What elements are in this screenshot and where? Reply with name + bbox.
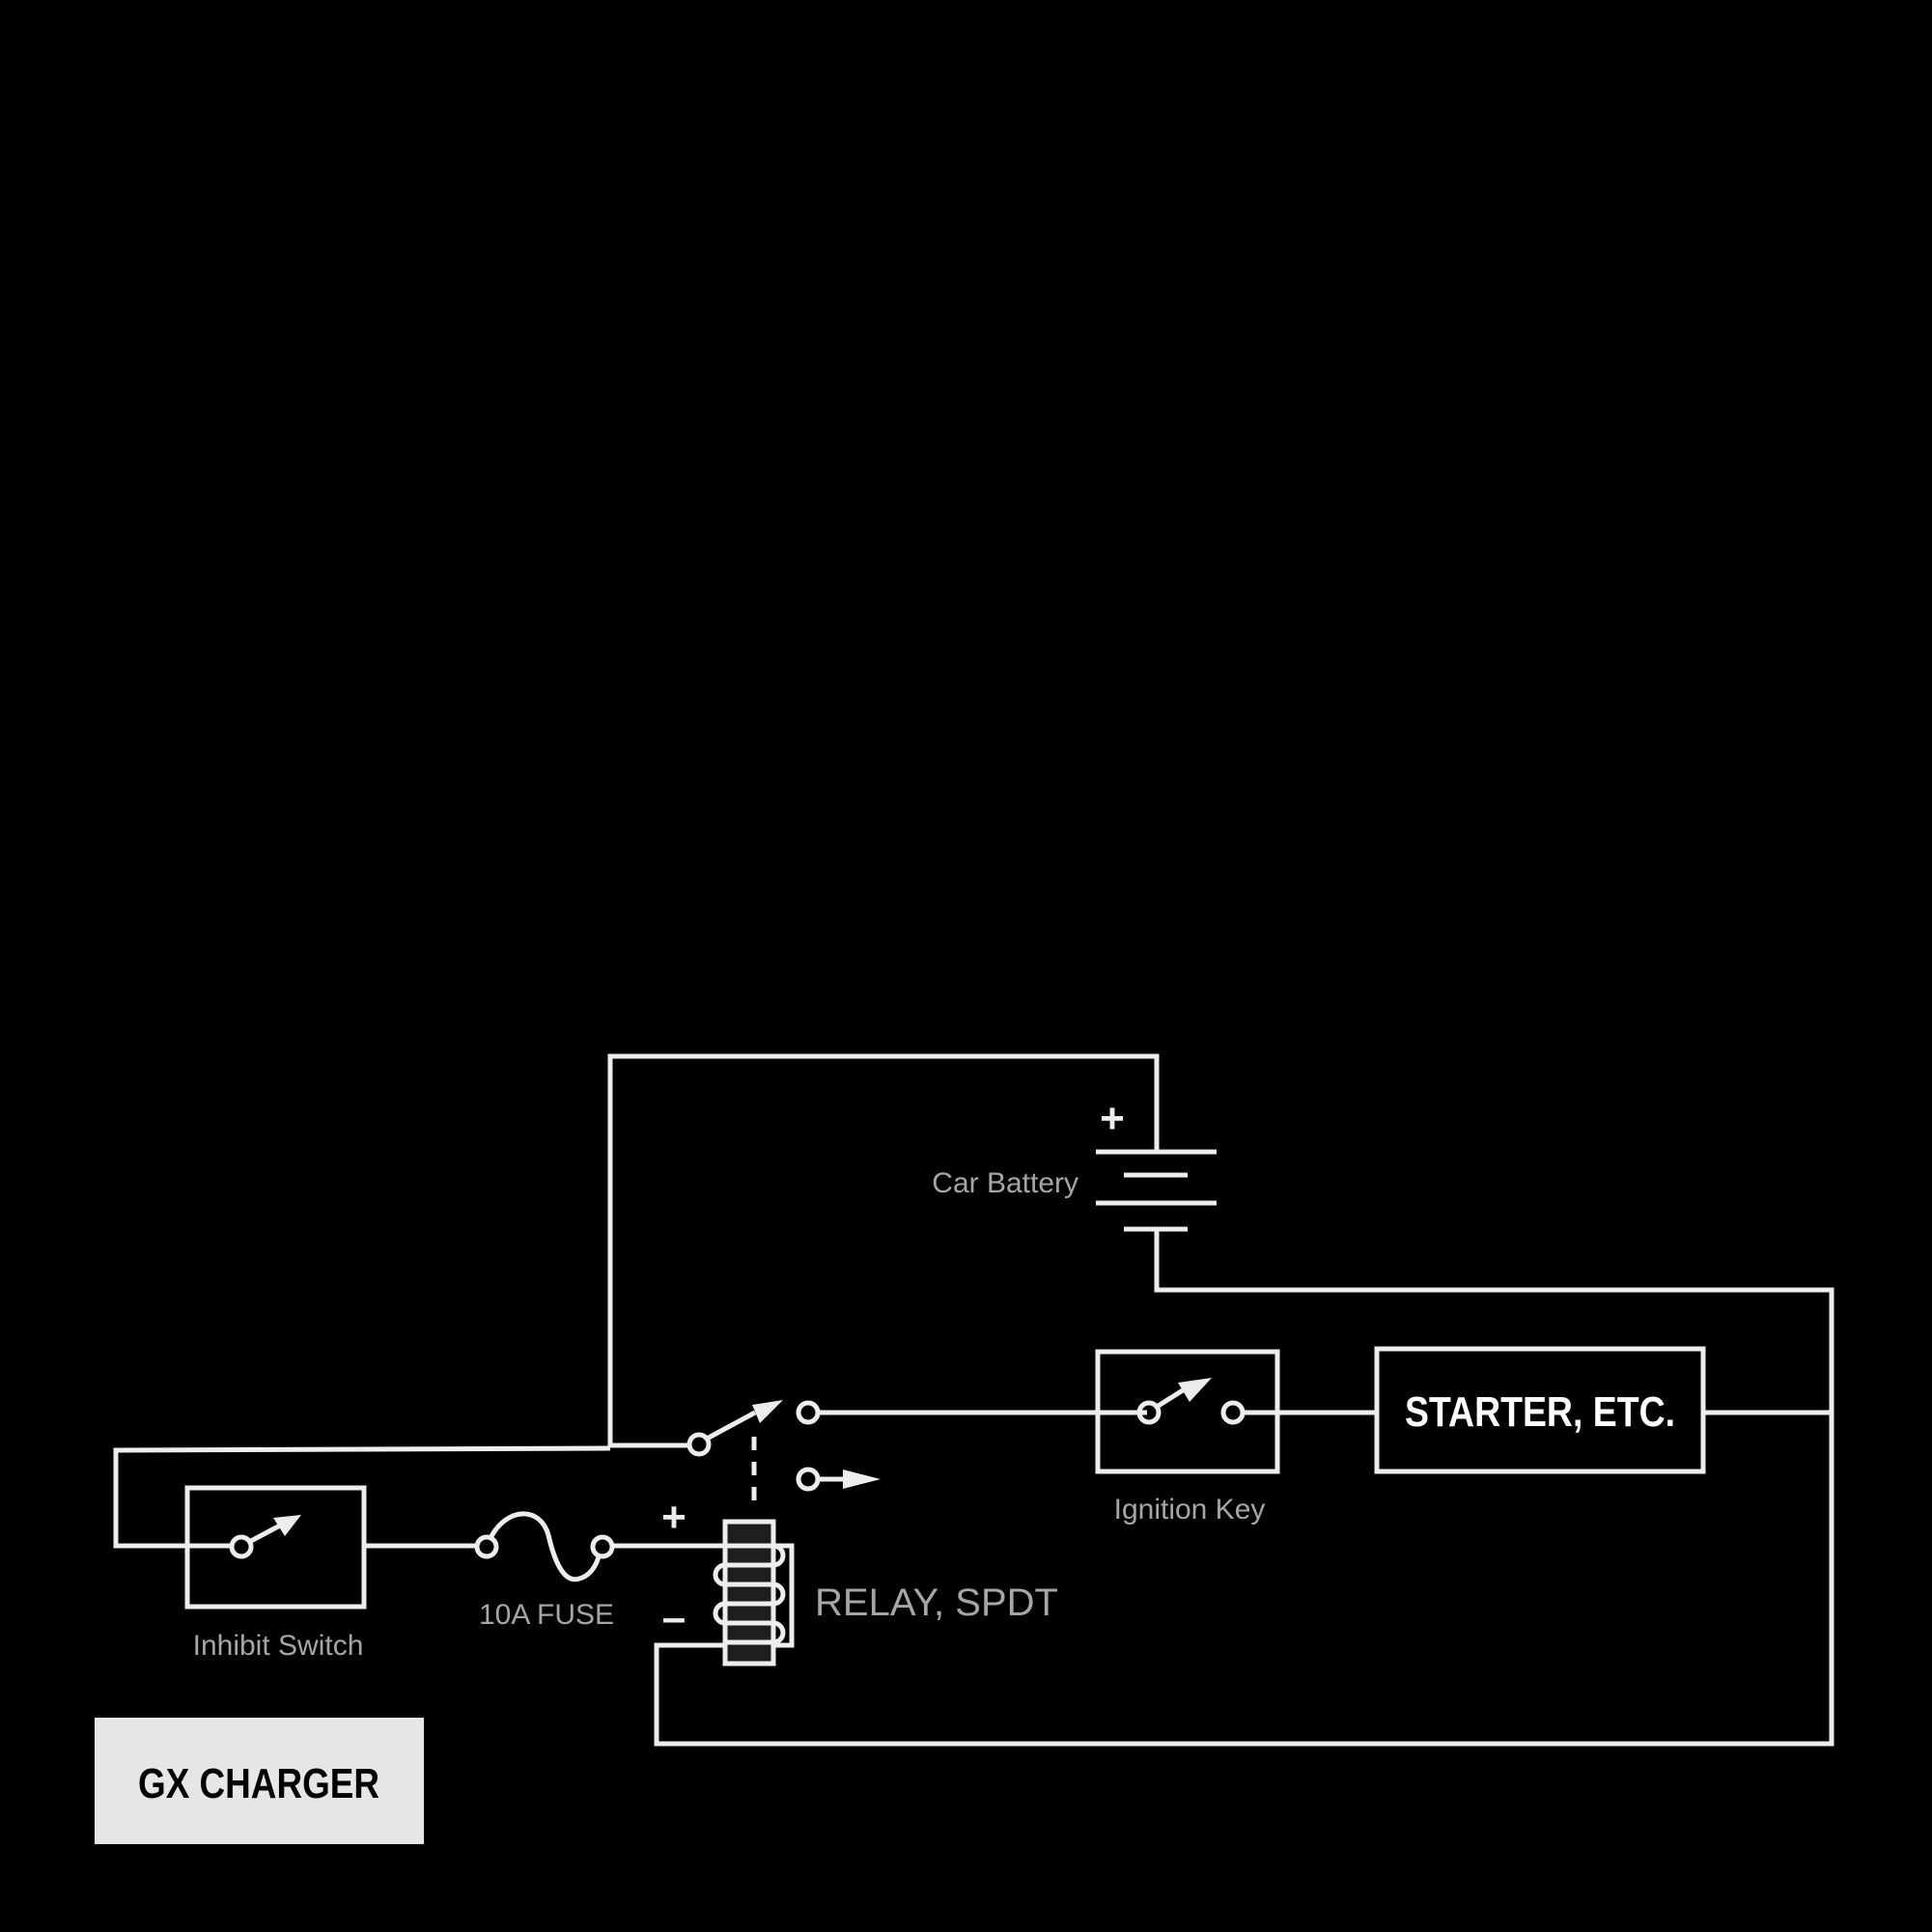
gx-charger-box <box>95 1718 424 1844</box>
ignition-key-label: Ignition Key <box>1114 1494 1266 1526</box>
relay-minus-sign: – <box>662 1594 686 1641</box>
relay-nc-arrow-icon <box>843 1470 881 1489</box>
relay-armature-arrow-icon <box>752 1400 783 1423</box>
coil-loop <box>713 1543 786 1645</box>
car-battery: + Car Battery <box>932 1095 1217 1232</box>
fuse-terminal-right <box>590 1534 615 1559</box>
inhibit-switch-label: Inhibit Switch <box>193 1630 364 1662</box>
starter-label: STARTER, ETC. <box>1405 1388 1675 1436</box>
inhibit-switch-arrow-icon <box>273 1515 301 1536</box>
wire-fuse-to-relay-plus <box>611 1229 1834 1747</box>
wires <box>113 1053 1834 1747</box>
relay-common-contact <box>686 1432 712 1457</box>
ignition-key-box <box>1095 1349 1280 1474</box>
wire-inhibit-feed <box>113 1445 611 1549</box>
inhibit-switch-lever <box>247 1523 282 1545</box>
ignition-arrow-icon <box>1178 1378 1212 1402</box>
gx-charger: GX CHARGER <box>95 1718 424 1844</box>
relay-no-contact <box>796 1400 821 1425</box>
inhibit-switch: Inhibit Switch <box>184 1485 367 1662</box>
fuse-terminal-left <box>474 1534 499 1559</box>
inhibit-switch-contact <box>229 1534 254 1559</box>
relay-nc-contact <box>796 1467 821 1492</box>
relay-spdt: + – RELAY, SPDT <box>661 1400 1058 1666</box>
ignition-key: Ignition Key <box>1095 1349 1280 1526</box>
starter-box <box>1374 1346 1706 1474</box>
fuse-element <box>488 1511 602 1582</box>
relay-armature <box>705 1410 757 1442</box>
relay-plus-sign: + <box>661 1494 686 1541</box>
wire-battery-positive <box>607 1053 1160 1447</box>
gx-charger-label: GX CHARGER <box>138 1760 379 1807</box>
relay-label: RELAY, SPDT <box>815 1582 1058 1624</box>
battery-plus-sign: + <box>1100 1095 1125 1142</box>
ignition-contact-left <box>1136 1400 1162 1425</box>
inhibit-switch-box <box>184 1485 367 1610</box>
ignition-contact-right <box>1220 1400 1246 1425</box>
fuse: 10A FUSE <box>474 1511 615 1631</box>
ignition-lever <box>1155 1387 1185 1410</box>
fuse-label: 10A FUSE <box>479 1599 614 1631</box>
starter: STARTER, ETC. <box>1374 1346 1706 1474</box>
battery-label: Car Battery <box>932 1167 1078 1199</box>
relay-coil-windings <box>713 1543 786 1645</box>
